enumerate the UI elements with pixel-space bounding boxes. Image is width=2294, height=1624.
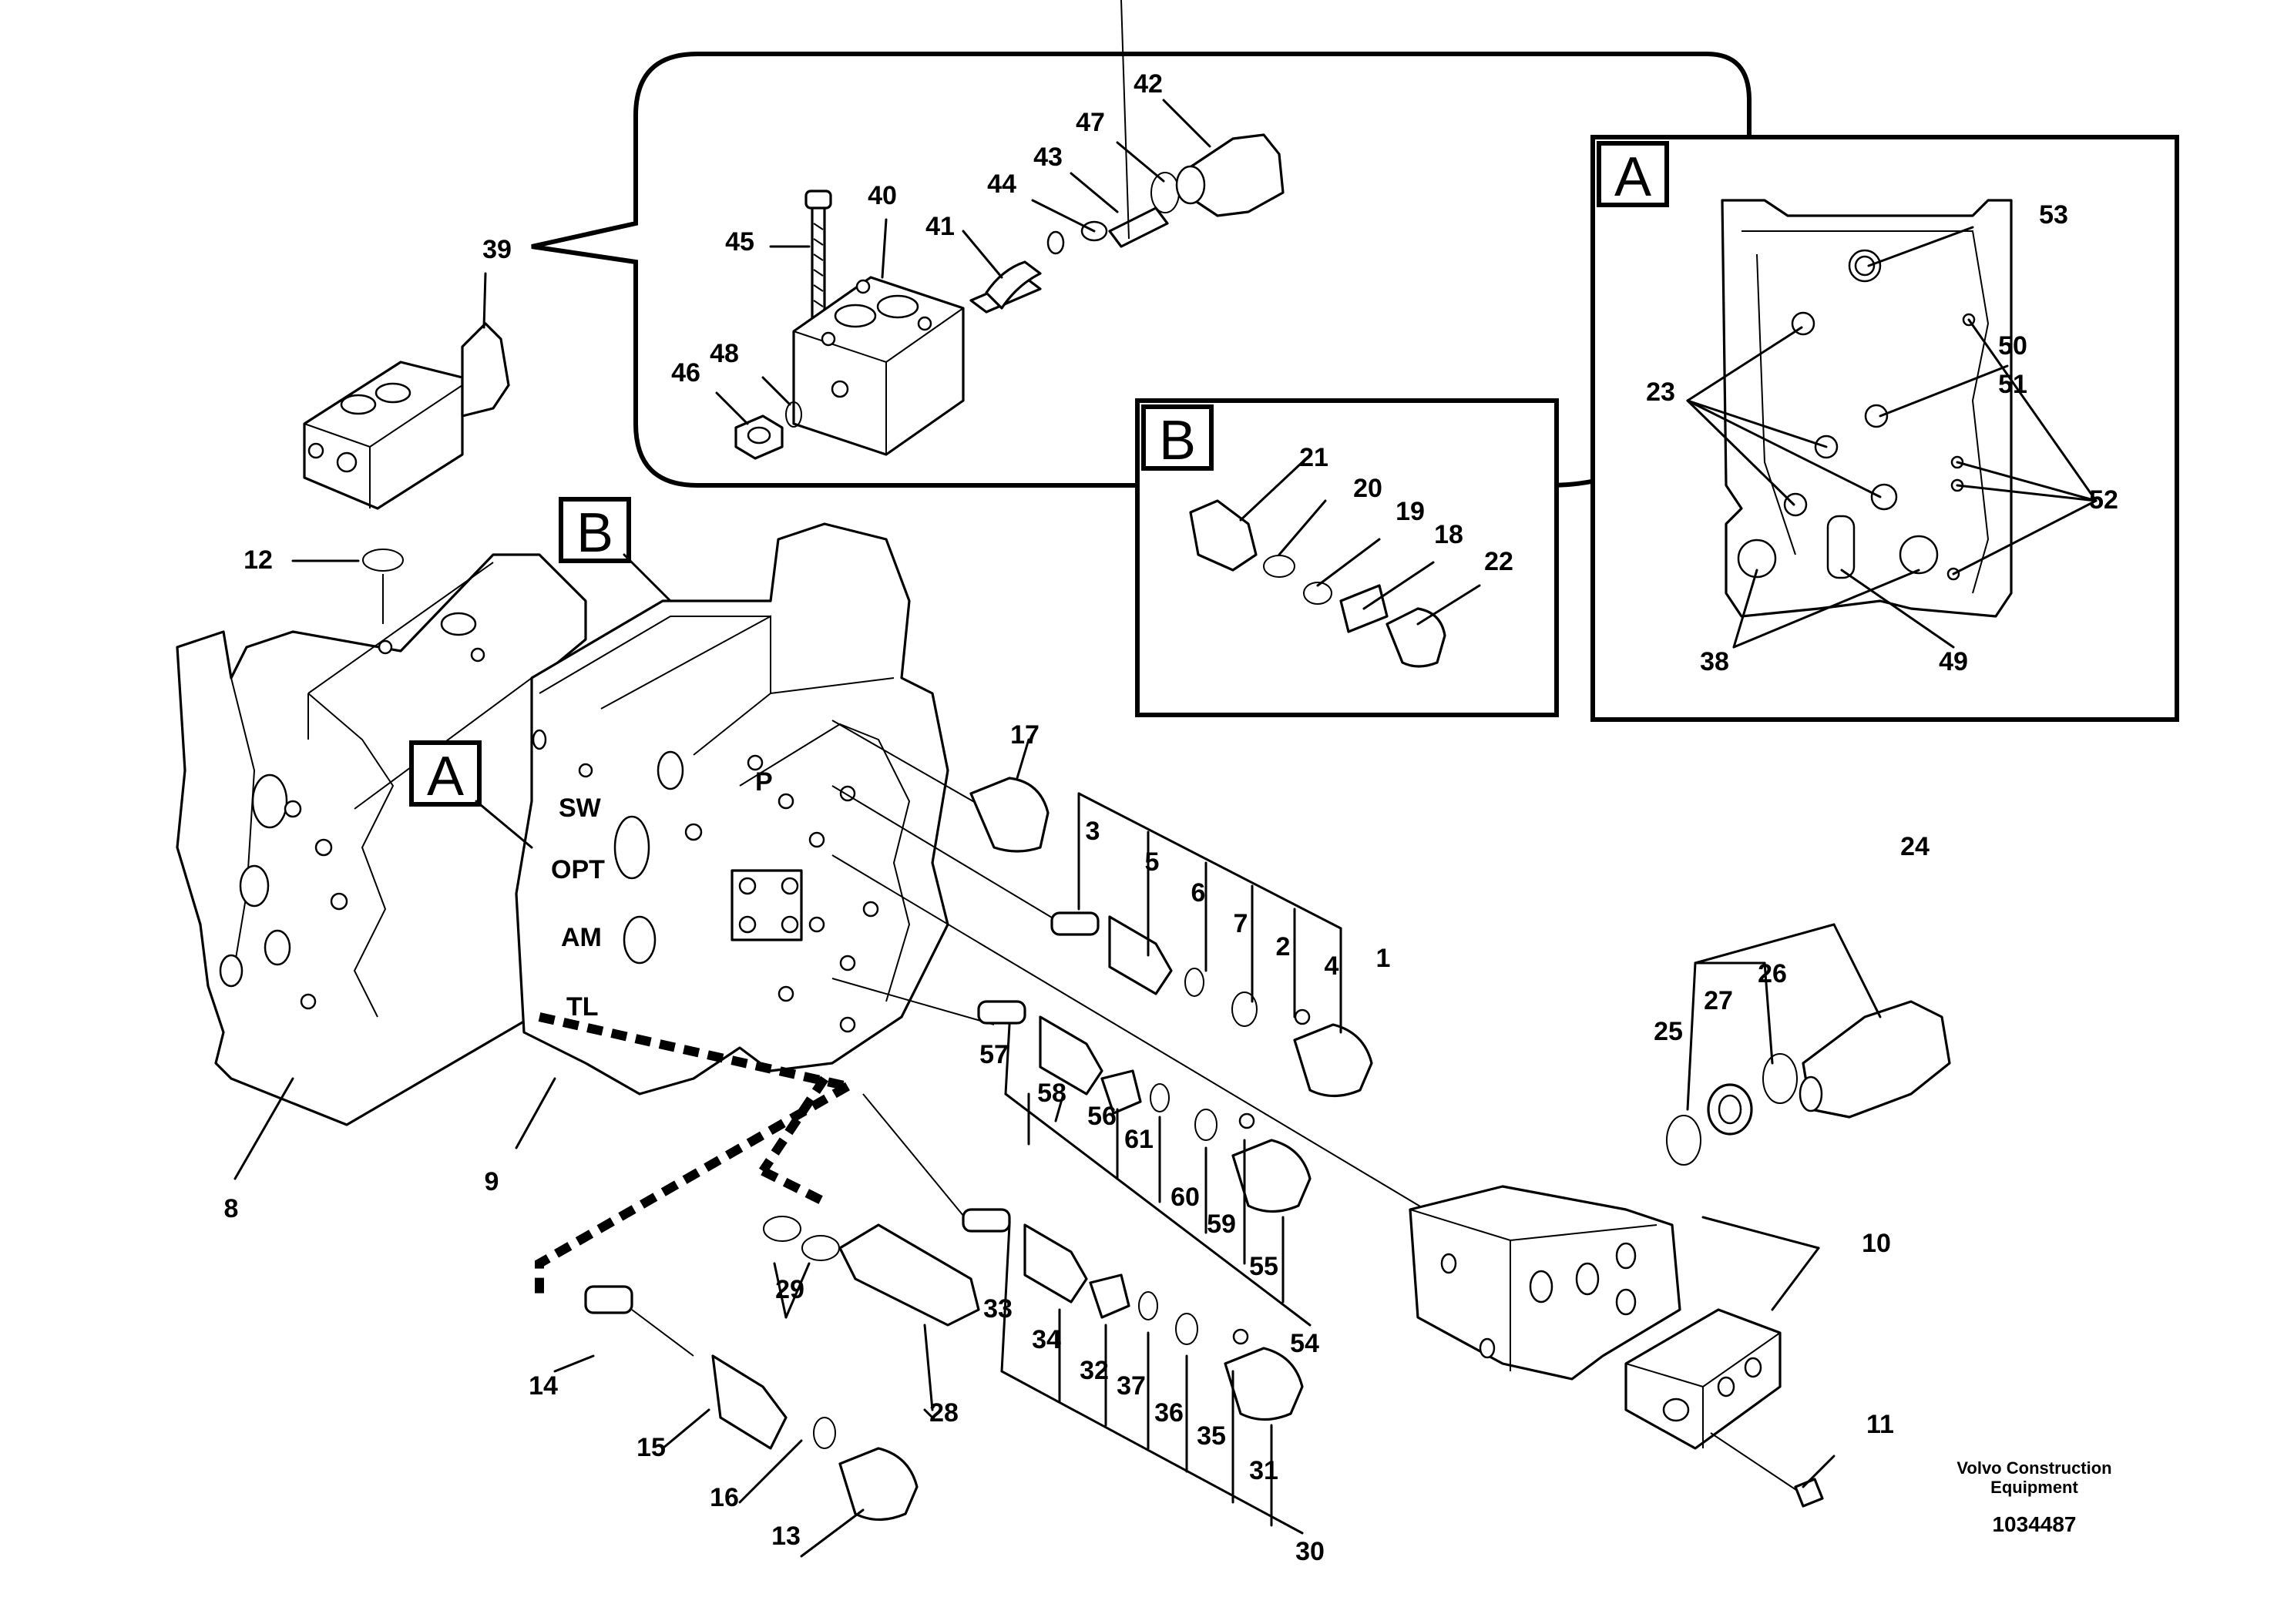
part-number-callouts: 1234567891011121314151617181920212223242… [224,69,2118,1566]
part-callout-3: 3 [1086,817,1100,846]
part-callout-17: 17 [1010,720,1040,750]
part-callout-33: 33 [983,1294,1013,1324]
part-callout-20: 20 [1353,474,1382,503]
part-callout-41: 41 [925,212,955,241]
part-callout-47: 47 [1076,108,1105,137]
publisher-line-1: Volvo Construction [1956,1458,2111,1478]
spool-set-middle [831,978,1312,1213]
relief-valve-24-shape [1666,923,1951,1166]
part-callout-18: 18 [1434,520,1463,549]
part-callout-52: 52 [2089,485,2118,515]
part-callout-55: 55 [1249,1252,1278,1281]
part-callout-31: 31 [1249,1456,1278,1485]
solenoid-detail-bubble [531,0,1752,488]
part-callout-40: 40 [868,181,897,210]
part-callout-35: 35 [1197,1421,1226,1451]
part-callout-28: 28 [929,1398,959,1428]
spool-set-lower [862,1093,1304,1421]
block-label-sw: SW [559,794,602,823]
part-callout-43: 43 [1033,143,1063,172]
part-callout-26: 26 [1758,959,1787,988]
part-callout-61: 61 [1124,1125,1154,1154]
part-callout-30: 30 [1295,1537,1325,1566]
part-callout-49: 49 [1939,647,1968,676]
part-callout-60: 60 [1171,1183,1200,1212]
publisher-line-2: Equipment [1990,1478,2078,1497]
spool-set-bottom-left [535,1012,980,1558]
part-callout-36: 36 [1154,1398,1184,1428]
part-callout-11: 11 [1866,1410,1894,1439]
main-detail-tags [409,497,672,849]
part-callout-50: 50 [1998,331,2027,361]
spool-set-upper [831,720,1465,1233]
block-label-tl: TL [566,992,599,1022]
solenoid-block-40-shape [792,276,965,456]
part-callout-57: 57 [979,1040,1009,1069]
callout-brackets [1000,792,1342,1535]
part-callout-12: 12 [244,545,273,575]
part-callout-13: 13 [771,1522,801,1551]
part-callout-37: 37 [1117,1371,1146,1401]
part-callout-9: 9 [485,1167,499,1196]
part-callout-16: 16 [710,1483,739,1512]
part-callout-48: 48 [710,339,739,368]
block-label-am: AM [561,923,602,952]
part-callout-7: 7 [1234,909,1248,938]
text-layer: A B B A SW OPT AM TL P Volvo Constructio… [427,146,2112,1536]
part-callout-15: 15 [636,1433,666,1462]
part-callout-59: 59 [1207,1210,1236,1239]
part-callout-21: 21 [1299,443,1328,472]
part-callout-4: 4 [1325,951,1339,981]
part-callout-14: 14 [529,1371,558,1401]
part-callout-45: 45 [725,227,754,257]
part-callout-58: 58 [1037,1079,1066,1108]
part-callout-53: 53 [2039,200,2068,230]
part-callout-19: 19 [1396,497,1425,526]
part-callout-42: 42 [1134,69,1163,99]
detail-a-box [1590,135,2179,722]
part-callout-44: 44 [987,169,1016,199]
part-callout-46: 46 [671,358,700,388]
end-cover-block-10-shape [1409,1185,1836,1508]
detail-a-tag-label: A [1614,146,1651,208]
part-callout-24: 24 [1900,832,1930,861]
drawing-number: 1034487 [1992,1512,2076,1536]
detail-b-box [1135,398,1559,717]
part-callout-39: 39 [482,235,512,264]
main-a-tag-label: A [427,746,464,807]
part-callout-51: 51 [1998,370,2027,399]
part-callout-8: 8 [224,1194,239,1223]
solenoid-valve-39-shape [303,272,510,510]
part-callout-25: 25 [1654,1017,1683,1046]
valve-section-9-shape [515,522,949,1149]
part-callout-54: 54 [1290,1329,1319,1358]
part-callout-38: 38 [1700,647,1729,676]
part-callout-34: 34 [1032,1325,1061,1354]
part-callout-29: 29 [775,1275,804,1304]
part-callout-5: 5 [1145,847,1160,877]
part-callout-56: 56 [1087,1102,1117,1131]
block-label-opt: OPT [551,855,605,884]
part-callout-23: 23 [1646,377,1675,407]
part-callout-10: 10 [1862,1229,1891,1258]
part-callout-1: 1 [1376,944,1391,973]
part-callout-32: 32 [1080,1356,1109,1385]
part-callout-6: 6 [1191,878,1206,908]
block-label-p: P [755,767,773,797]
part-callout-22: 22 [1484,547,1513,576]
main-b-tag-label: B [576,502,613,564]
detail-b-tag-label: B [1159,410,1196,471]
part-callout-27: 27 [1704,986,1733,1015]
part-callout-2: 2 [1276,932,1291,961]
